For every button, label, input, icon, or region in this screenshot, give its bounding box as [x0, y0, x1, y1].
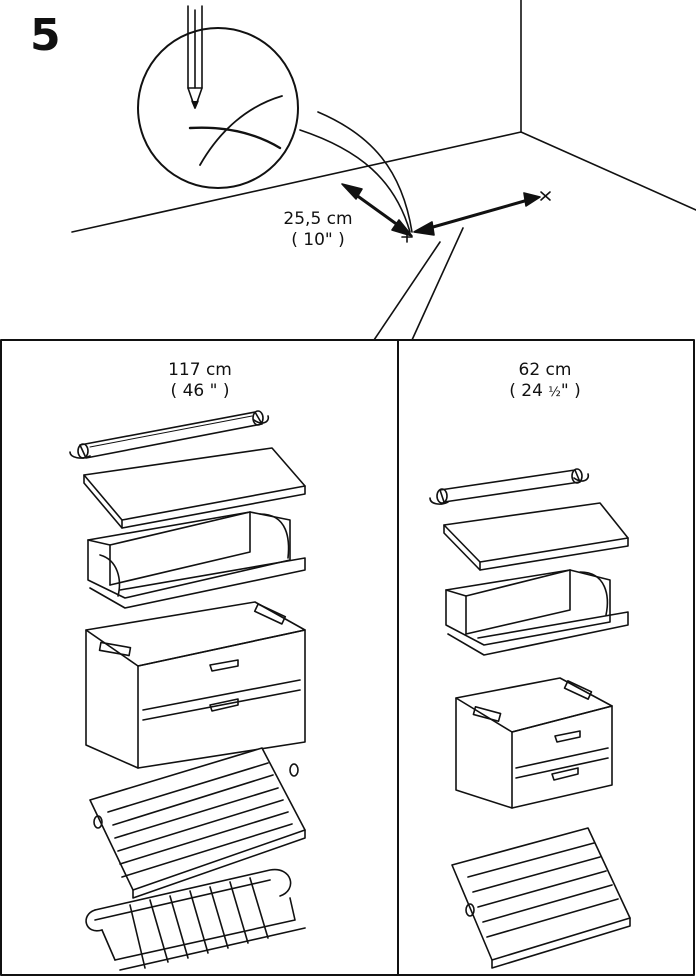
left-unit-metric: 117 cm: [140, 360, 260, 381]
magnifier-circle: [138, 6, 298, 188]
drawer-unit-small: [456, 678, 612, 808]
shelf-small: [444, 503, 628, 570]
spacing-arrow: [414, 192, 550, 235]
right-unit-imperial-prefix: ( 24: [509, 381, 548, 401]
shoe-shelf-small: [452, 828, 630, 968]
right-unit-metric: 62 cm: [485, 360, 605, 381]
right-unit-imperial: ( 24 ½" ): [485, 381, 605, 403]
right-unit-imperial-suffix: " ): [561, 381, 581, 401]
wall-distance-metric: 25,5 cm: [268, 209, 368, 230]
left-unit-width-label: 117 cm ( 46 " ): [140, 360, 260, 402]
right-unit-imperial-fraction: ½: [548, 385, 561, 400]
shoe-shelf: [90, 748, 305, 898]
wall-distance-imperial: ( 10" ): [268, 230, 368, 251]
panel-leader: [374, 228, 463, 340]
open-tray-small: [446, 570, 628, 655]
left-unit-imperial: ( 46 " ): [140, 381, 260, 402]
right-unit-width-label: 62 cm ( 24 ½" ): [485, 360, 605, 403]
trouser-rack: [86, 870, 305, 970]
wall-distance-label: 25,5 cm ( 10" ): [268, 209, 368, 251]
clothes-rail-small: [430, 469, 588, 504]
clothes-rail: [70, 411, 268, 458]
drawer-unit: [86, 602, 305, 768]
